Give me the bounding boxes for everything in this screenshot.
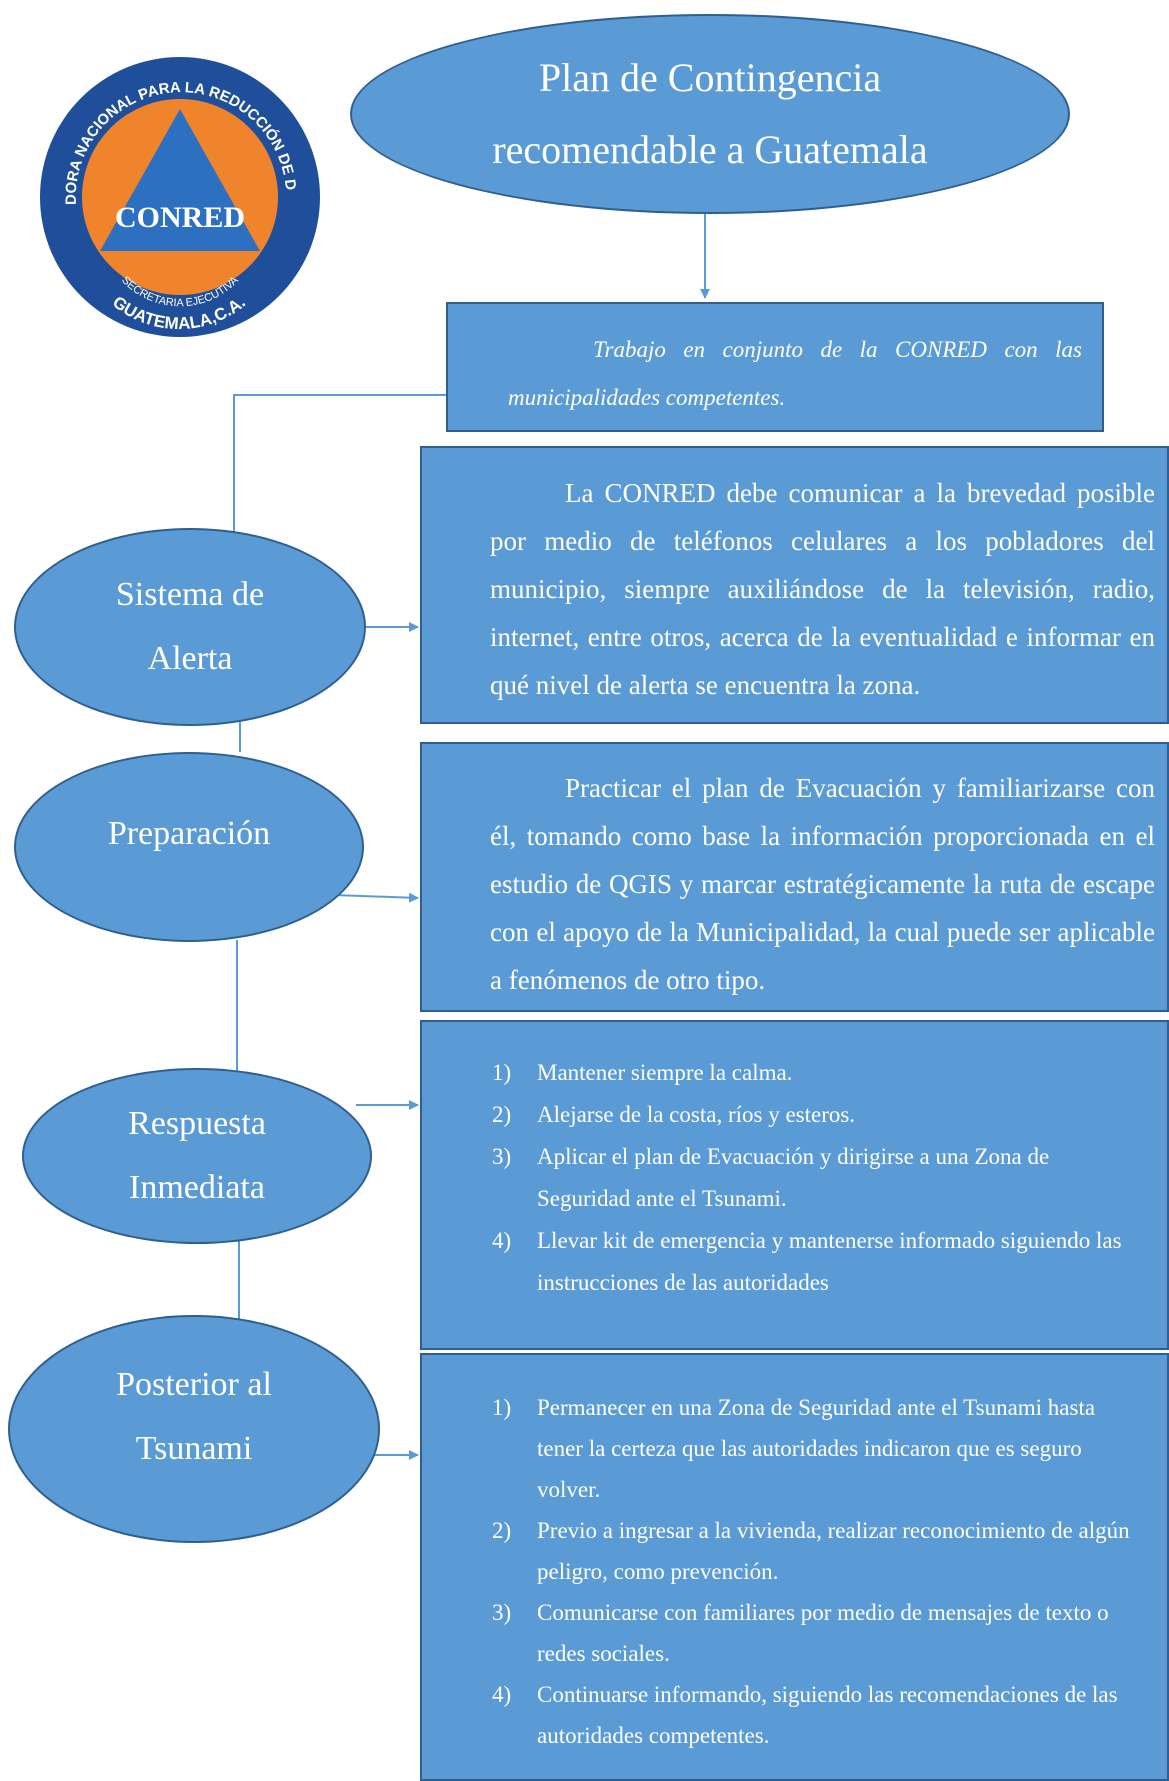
phase-box-respuesta: 1)Mantener siempre la calma. 2)Alejarse … xyxy=(420,1020,1169,1350)
phase-ellipse-posterior: Posterior al Tsunami xyxy=(8,1315,380,1543)
intro-to-phases-line xyxy=(233,394,446,532)
title-line-2: recomendable a Guatemala xyxy=(492,127,928,172)
intro-box: Trabajo en conjunto de la CONRED con las… xyxy=(446,302,1104,432)
phase-text-preparacion: Practicar el plan de Evacuación y famili… xyxy=(490,773,1155,995)
conred-logo: COORDINADORA NACIONAL PARA LA REDUCCIÓN … xyxy=(32,42,323,340)
phase-label-posterior-2: Tsunami xyxy=(135,1430,253,1467)
phase-label-preparacion: Preparación xyxy=(107,815,271,852)
list-item: 1)Mantener siempre la calma. xyxy=(492,1060,793,1085)
title-line-1: Plan de Contingencia xyxy=(538,55,882,100)
phase-label-alerta-1: Sistema de xyxy=(115,576,265,613)
phase-ellipse-preparacion: Preparación xyxy=(14,752,364,942)
phase-ellipse-alerta: Sistema de Alerta xyxy=(14,528,366,726)
list-item: 3)Aplicar el plan de Evacuación y dirigi… xyxy=(492,1144,1050,1211)
phase-box-alerta: La CONRED debe comunicar a la brevedad p… xyxy=(420,446,1169,724)
list-item: 3)Comunicarse con familiares por medio d… xyxy=(492,1600,1109,1666)
list-item: 2)Previo a ingresar a la vivienda, reali… xyxy=(492,1518,1130,1584)
list-item: 4)Continuarse informando, siguiendo las … xyxy=(492,1682,1118,1748)
respuesta-list: 1)Mantener siempre la calma. 2)Alejarse … xyxy=(422,1052,1143,1304)
list-item: 2)Alejarse de la costa, ríos y esteros. xyxy=(492,1102,856,1127)
phase-label-respuesta-2: Inmediata xyxy=(129,1169,265,1206)
phase-label-alerta-2: Alerta xyxy=(147,640,233,677)
logo-acronym: CONRED xyxy=(115,201,245,234)
phase-label-posterior-1: Posterior al xyxy=(116,1366,272,1403)
preparacion-arrow xyxy=(333,892,419,903)
intro-text: Trabajo en conjunto de la CONRED con las… xyxy=(508,337,1082,410)
title-ellipse: Plan de Contingencia recomendable a Guat… xyxy=(350,14,1070,214)
phase-text-alerta: La CONRED debe comunicar a la brevedad p… xyxy=(490,478,1155,700)
posterior-list: 1)Permanecer en una Zona de Seguridad an… xyxy=(422,1387,1143,1756)
phase-box-preparacion: Practicar el plan de Evacuación y famili… xyxy=(420,742,1169,1012)
phase-label-respuesta-1: Respuesta xyxy=(128,1105,266,1142)
phase-ellipse-respuesta: Respuesta Inmediata xyxy=(22,1068,372,1244)
list-item: 1)Permanecer en una Zona de Seguridad an… xyxy=(492,1395,1096,1502)
list-item: 4)Llevar kit de emergencia y mantenerse … xyxy=(492,1228,1122,1295)
phase-box-posterior: 1)Permanecer en una Zona de Seguridad an… xyxy=(420,1353,1169,1781)
